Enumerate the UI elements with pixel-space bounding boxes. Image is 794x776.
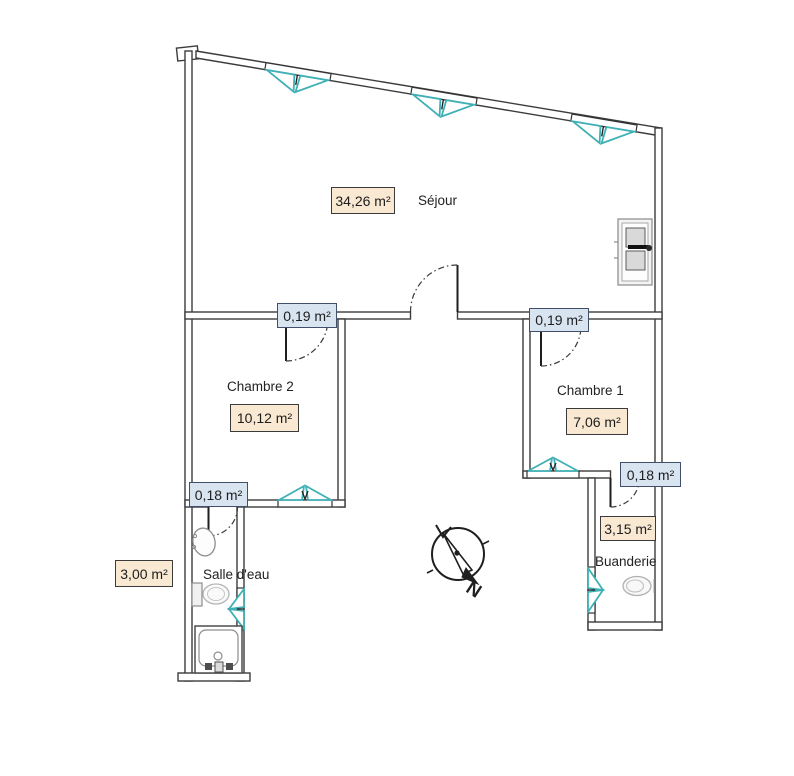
area-box-salle-deau: 3,00 m²	[115, 560, 173, 587]
door-swing-icon	[409, 264, 458, 313]
window-icon	[409, 86, 478, 118]
toilet-icon	[191, 582, 230, 607]
compass-north-label: N	[462, 578, 485, 603]
window-icon	[263, 62, 332, 94]
window-icon	[569, 113, 638, 145]
door-area-box-buanderie: 0,18 m²	[620, 462, 681, 487]
area-box-buanderie: 3,15 m²	[600, 516, 656, 541]
room-label-chambre1: Chambre 1	[557, 383, 624, 398]
sink-icon	[191, 527, 216, 557]
door-area-box-chambre2: 0,19 m²	[277, 303, 337, 328]
compass-icon: N	[426, 524, 490, 603]
wall-segment	[325, 311, 412, 320]
area-box-chambre1: 7,06 m²	[566, 408, 628, 435]
wall-segment	[184, 311, 287, 320]
wall-segment	[337, 318, 346, 508]
room-label-sejour: Séjour	[418, 193, 458, 208]
door-leaves	[207, 265, 612, 536]
washer-icon	[622, 575, 655, 597]
wall-segment	[582, 311, 663, 320]
room-label-chambre2: Chambre 2	[227, 379, 294, 394]
door-area-box-salle-deau: 0,18 m²	[189, 482, 248, 507]
window-icon	[226, 586, 245, 632]
wall-segment	[522, 318, 531, 479]
wall-segment	[177, 672, 251, 682]
window-icon	[275, 484, 335, 508]
window-icon	[587, 565, 605, 615]
door-swings	[208, 264, 641, 537]
door-swing-icon	[208, 506, 239, 537]
area-box-chambre2: 10,12 m²	[230, 404, 299, 432]
door-area-box-chambre1: 0,19 m²	[529, 308, 589, 332]
sejour-windows	[263, 62, 638, 145]
shower-icon	[194, 625, 243, 674]
entry-door-icon	[614, 218, 653, 286]
door-swing-icon	[540, 325, 582, 367]
window-icon	[526, 456, 580, 479]
room-label-salle-deau: Salle d'eau	[203, 567, 270, 582]
room-label-buanderie: Buanderie	[595, 554, 657, 569]
door-handle-icon	[628, 245, 648, 249]
area-box-sejour: 34,26 m²	[331, 187, 395, 214]
wall-segment	[587, 621, 663, 631]
wall-segment	[184, 50, 193, 682]
